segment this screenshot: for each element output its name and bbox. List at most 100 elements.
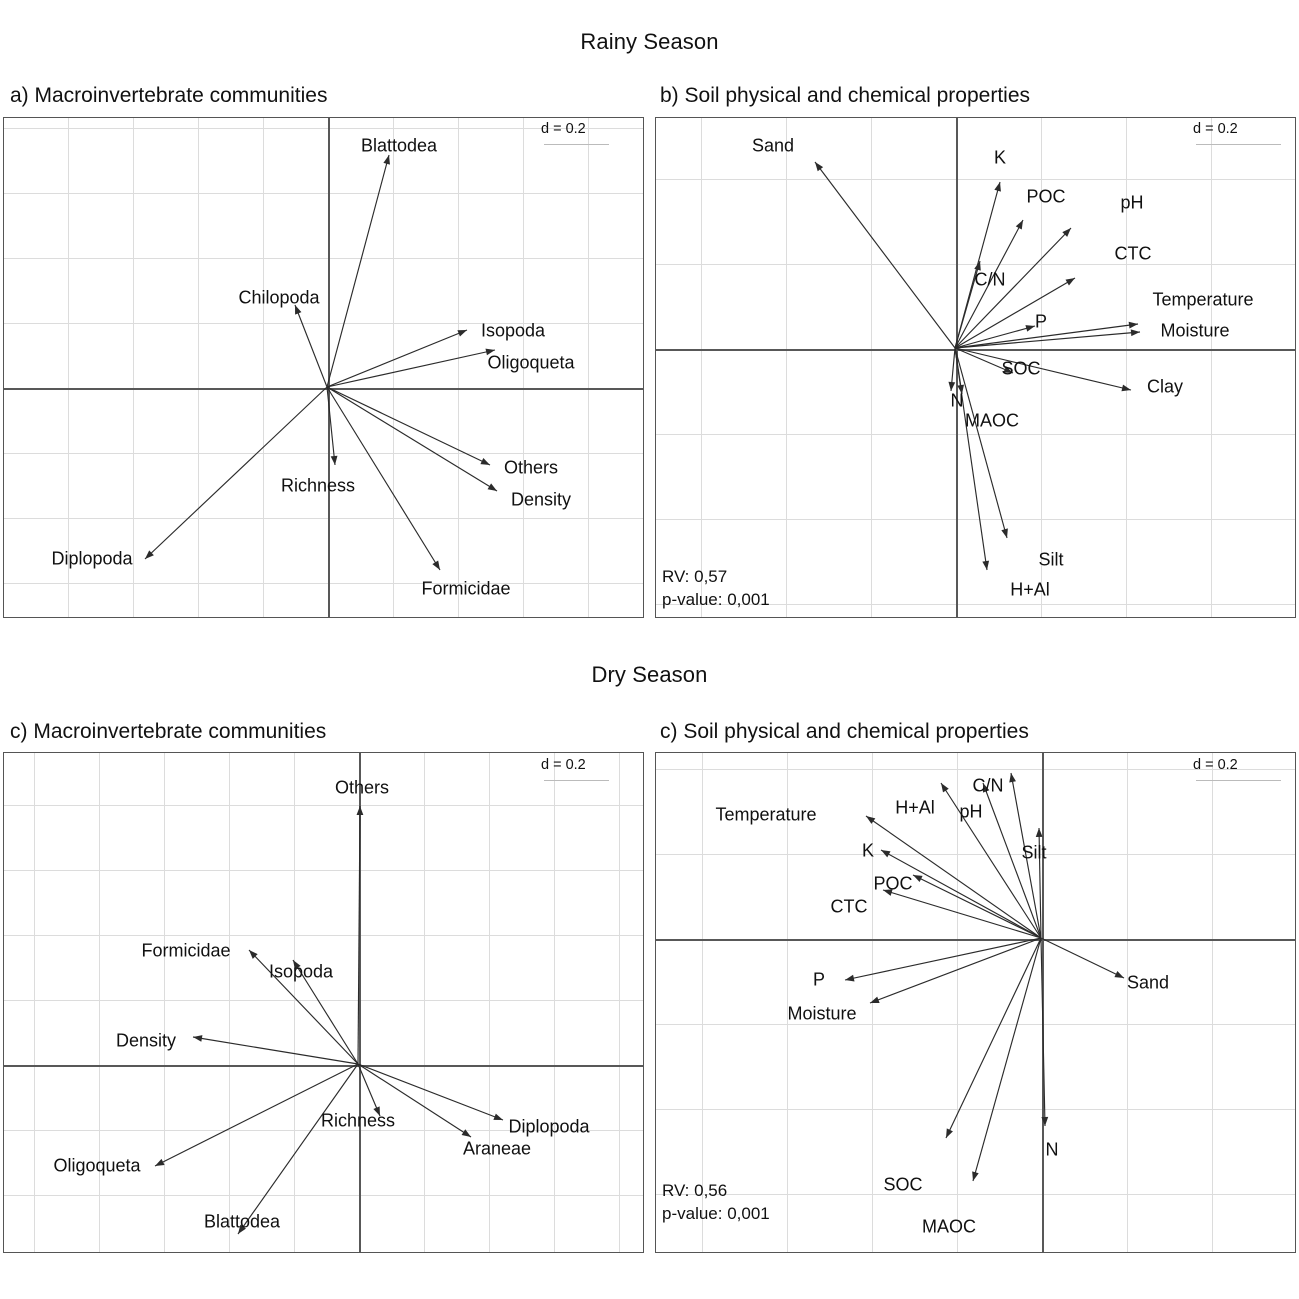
panel-b-soil-rainy <box>655 117 1296 618</box>
vector-label-b-SOC: SOC <box>1001 358 1041 379</box>
gridline-horizontal <box>4 1000 643 1001</box>
gridline-horizontal <box>4 1195 643 1196</box>
gridline-horizontal <box>4 193 643 194</box>
gridline-horizontal <box>4 258 643 259</box>
gridline-horizontal <box>4 870 643 871</box>
gridline-vertical <box>872 753 873 1252</box>
vector-label-d-Silt: Silt <box>1021 842 1047 863</box>
vector-label-c-Others: Others <box>334 777 390 798</box>
vector-label-b-HAl: H+Al <box>1010 579 1050 600</box>
vector-label-a-Formicidae: Formicidae <box>421 578 511 599</box>
season-title-dry: Dry Season <box>591 662 708 687</box>
gridline-vertical <box>786 118 787 617</box>
pvalue-b: p-value: 0,001 <box>662 589 770 609</box>
vector-label-a-Oligoqueta: Oligoqueta <box>487 352 575 373</box>
gridline-vertical <box>198 118 199 617</box>
gridline-horizontal <box>656 519 1295 520</box>
gridline-vertical <box>263 118 264 617</box>
scale-bar-tick <box>1196 144 1281 145</box>
gridline-horizontal <box>4 128 643 129</box>
vector-label-a-Density: Density <box>510 489 572 510</box>
gridline-vertical <box>619 753 620 1252</box>
vector-label-b-pH: pH <box>1120 192 1144 213</box>
scale-label-b: d = 0.2 <box>1193 121 1238 137</box>
gridline-vertical <box>523 118 524 617</box>
panel-caption-b: b) Soil physical and chemical properties <box>660 84 1031 107</box>
gridline-vertical <box>1212 753 1213 1252</box>
stats-block-d: RV: 0,56 p-value: 0,001 <box>662 1180 770 1226</box>
vector-label-c-Isopoda: Isopoda <box>268 961 334 982</box>
gridline-horizontal <box>656 604 1295 605</box>
gridline-vertical <box>588 118 589 617</box>
vector-label-b-CTC: CTC <box>1114 243 1152 264</box>
rv-value-b: RV: 0,57 <box>662 567 728 586</box>
rv-value-d: RV: 0,56 <box>662 1181 728 1200</box>
season-title-rainy: Rainy Season <box>580 29 719 54</box>
gridline-vertical <box>68 118 69 617</box>
vector-label-d-CN: C/N <box>972 775 1004 796</box>
axis-horizontal <box>656 349 1295 351</box>
vector-label-d-K: K <box>861 840 875 861</box>
gridline-vertical <box>554 753 555 1252</box>
panel-c-macroinvertebrate-dry <box>3 752 644 1253</box>
gridline-vertical <box>702 753 703 1252</box>
gridline-vertical <box>957 753 958 1252</box>
vector-label-b-Sand: Sand <box>751 135 795 156</box>
scale-bar-tick <box>1196 780 1281 781</box>
gridline-vertical <box>164 753 165 1252</box>
gridline-horizontal <box>656 1024 1295 1025</box>
vector-label-d-MAOC: MAOC <box>922 1216 976 1237</box>
vector-label-c-Araneae: Araneae <box>462 1138 532 1159</box>
vector-label-b-CN: C/N <box>974 269 1006 290</box>
gridline-horizontal <box>4 805 643 806</box>
vector-label-b-Silt: Silt <box>1038 549 1064 570</box>
gridline-horizontal <box>656 434 1295 435</box>
gridline-horizontal <box>656 1194 1295 1195</box>
panel-caption-a: a) Macroinvertebrate communities <box>10 84 328 107</box>
axis-vertical <box>328 118 330 617</box>
vector-label-d-Temperature: Temperature <box>715 804 817 825</box>
axis-vertical <box>359 753 361 1252</box>
panel-caption-c: c) Macroinvertebrate communities <box>10 720 327 743</box>
gridline-horizontal <box>656 179 1295 180</box>
axis-vertical <box>1042 753 1044 1252</box>
panel-d-soil-dry <box>655 752 1296 1253</box>
vector-label-a-Diplopoda: Diplopoda <box>51 548 133 569</box>
vector-label-c-Formicidae: Formicidae <box>141 940 231 961</box>
gridline-vertical <box>424 753 425 1252</box>
vector-label-d-SOC: SOC <box>883 1174 923 1195</box>
vector-label-d-pH: pH <box>959 801 983 822</box>
gridline-vertical <box>489 753 490 1252</box>
scale-label-d: d = 0.2 <box>1193 757 1238 773</box>
vector-label-d-Moisture: Moisture <box>787 1003 857 1024</box>
vector-label-b-MAOC: MAOC <box>965 410 1019 431</box>
vector-label-d-CTC: CTC <box>830 896 868 917</box>
axis-horizontal <box>4 388 643 390</box>
scale-label-a: d = 0.2 <box>541 121 586 137</box>
gridline-vertical <box>701 118 702 617</box>
axis-vertical <box>956 118 958 617</box>
gridline-vertical <box>1127 753 1128 1252</box>
vector-label-c-Richness: Richness <box>320 1110 396 1131</box>
vector-label-a-Richness: Richness <box>280 475 356 496</box>
vector-label-b-Clay: Clay <box>1146 376 1184 397</box>
gridline-horizontal <box>656 1109 1295 1110</box>
gridline-horizontal <box>4 583 643 584</box>
stats-block-b: RV: 0,57 p-value: 0,001 <box>662 566 770 612</box>
vector-label-a-Chilopoda: Chilopoda <box>238 287 320 308</box>
gridline-horizontal <box>656 769 1295 770</box>
vector-label-b-POC: POC <box>1026 186 1066 207</box>
scale-bar-tick <box>544 144 609 145</box>
vector-label-d-P: P <box>812 969 826 990</box>
vector-label-d-N: N <box>1045 1139 1059 1160</box>
vector-label-b-K: K <box>993 147 1007 168</box>
gridline-vertical <box>1211 118 1212 617</box>
vector-label-c-Oligoqueta: Oligoqueta <box>53 1155 141 1176</box>
gridline-vertical <box>294 753 295 1252</box>
vector-label-a-Isopoda: Isopoda <box>480 320 546 341</box>
vector-label-a-Others: Others <box>503 457 559 478</box>
gridline-horizontal <box>4 453 643 454</box>
axis-horizontal <box>4 1065 643 1067</box>
gridline-vertical <box>99 753 100 1252</box>
